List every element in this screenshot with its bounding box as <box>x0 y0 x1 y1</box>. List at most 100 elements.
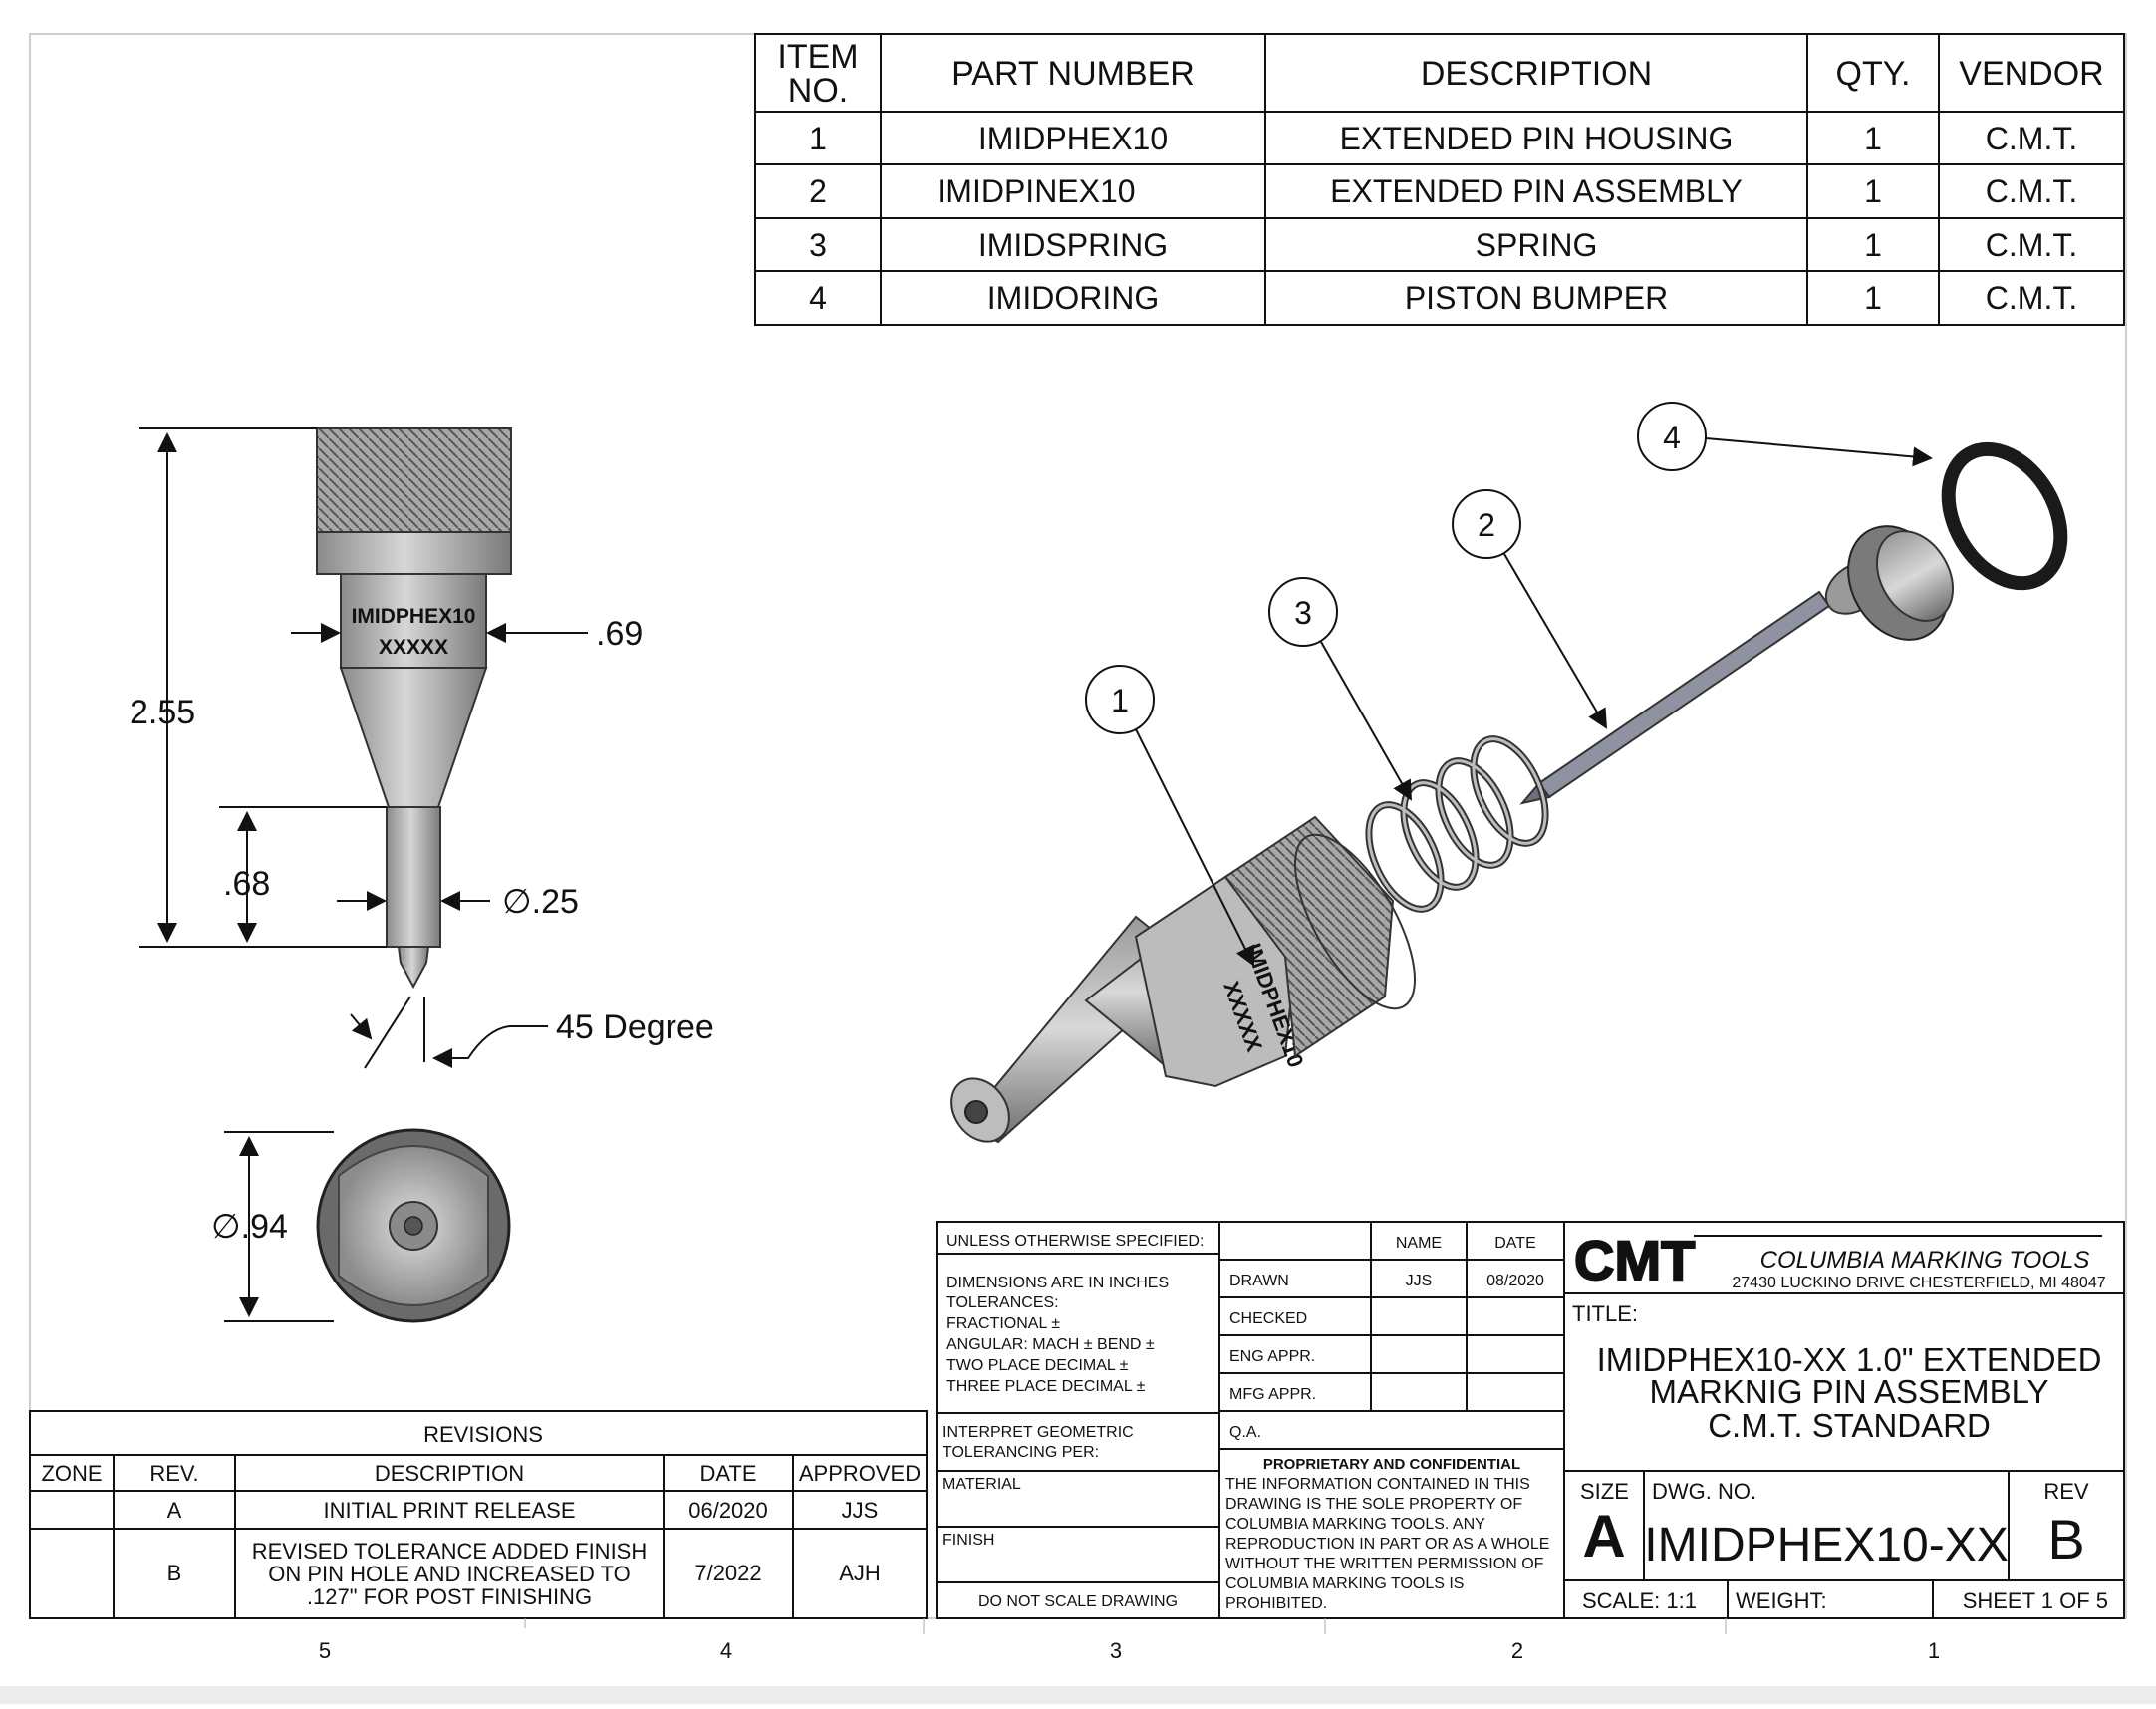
pin-tip <box>397 946 430 990</box>
interpret-line: INTERPRET GEOMETRIC <box>943 1424 1134 1441</box>
bom-row: 3 IMIDSPRING SPRING 1 C.M.T. <box>809 227 2077 263</box>
do-not-scale: DO NOT SCALE DRAWING <box>978 1593 1178 1610</box>
weight-label: WEIGHT: <box>1736 1588 1827 1613</box>
signoff-row: CHECKED <box>1229 1310 1307 1327</box>
proprietary-line: WITHOUT THE WRITTEN PERMISSION OF <box>1225 1556 1544 1572</box>
proprietary-line: COLUMBIA MARKING TOOLS IS <box>1225 1575 1464 1592</box>
title-label: TITLE: <box>1572 1301 1638 1326</box>
zone-numbers: 5 4 3 2 1 <box>319 1618 1940 1663</box>
zone-number: 2 <box>1511 1638 1523 1663</box>
housing: IMIDPHEX10 XXXXX <box>950 815 1417 1144</box>
revisions-table: REVISIONS ZONE REV. DESCRIPTION DATE APP… <box>29 1410 928 1619</box>
tolerance-line: TOLERANCES: <box>946 1294 1059 1311</box>
size-label: SIZE <box>1580 1479 1629 1504</box>
bom-description: EXTENDED PIN ASSEMBLY <box>1330 173 1743 209</box>
bom-row: 2 IMIDPINEX10 EXTENDED PIN ASSEMBLY 1 C.… <box>809 173 2077 209</box>
bom-part-number: IMIDPINEX10 <box>937 173 1135 209</box>
tolerance-line: THREE PLACE DECIMAL ± <box>946 1378 1146 1395</box>
bom-qty: 1 <box>1864 280 1882 316</box>
rev-header-rev: REV. <box>149 1461 198 1486</box>
dimension-body-width: .69 <box>596 615 643 653</box>
bom-table: ITEM NO. PART NUMBER DESCRIPTION QTY. VE… <box>754 33 2125 326</box>
bom-row: 4 IMIDORING PISTON BUMPER 1 C.M.T. <box>809 280 2077 316</box>
interpret-line: TOLERANCING PER: <box>943 1444 1099 1461</box>
bom-part-number: IMIDORING <box>987 280 1159 316</box>
rev-date: 06/2020 <box>688 1498 768 1523</box>
date-header: DATE <box>1494 1235 1535 1252</box>
proprietary-title: PROPRIETARY AND CONFIDENTIAL <box>1263 1456 1520 1473</box>
proprietary-line: DRAWING IS THE SOLE PROPERTY OF <box>1225 1496 1522 1513</box>
drawing-title-line1: IMIDPHEX10-XX 1.0" EXTENDED <box>1597 1341 2102 1378</box>
signoff-label: MFG APPR. <box>1229 1386 1316 1403</box>
svg-text:1: 1 <box>1111 683 1129 718</box>
revisions-title: REVISIONS <box>423 1422 543 1447</box>
svg-text:2: 2 <box>1478 507 1495 543</box>
scale-label: SCALE: 1:1 <box>1582 1588 1697 1613</box>
dimension-overall-length: 2.55 <box>130 694 195 731</box>
dwg-no-value: IMIDPHEX10-XX <box>1644 1519 2008 1571</box>
name-header: NAME <box>1396 1235 1442 1252</box>
bom-vendor: C.M.T. <box>1986 121 2077 156</box>
material-label: MATERIAL <box>943 1476 1021 1493</box>
drawing-title-line2: MARKNIG PIN ASSEMBLY <box>1650 1373 2049 1410</box>
company-name: COLUMBIA MARKING TOOLS <box>1760 1247 2090 1274</box>
nozzle-hole <box>964 1100 988 1124</box>
proprietary-line: PROHIBITED. <box>1225 1595 1327 1612</box>
rev-header-description: DESCRIPTION <box>375 1461 524 1486</box>
signoff-row: ENG APPR. <box>1229 1348 1315 1365</box>
svg-text:4: 4 <box>1663 420 1681 455</box>
proprietary-line: THE INFORMATION CONTAINED IN THIS <box>1225 1476 1530 1493</box>
balloon-4: 4 <box>1637 402 1933 471</box>
cone-section <box>339 667 488 808</box>
rev-description: INITIAL PRINT RELEASE <box>323 1498 575 1523</box>
title-block: UNLESS OTHERWISE SPECIFIED: DIMENSIONS A… <box>936 1221 2125 1619</box>
bom-item-no: 4 <box>809 280 827 316</box>
dimension-tip-angle: 45 Degree <box>556 1008 714 1046</box>
rev-header-date: DATE <box>699 1461 756 1486</box>
bom-header-qty: QTY. <box>1836 55 1911 93</box>
signoff-label: DRAWN <box>1229 1273 1289 1289</box>
signoff-row: MFG APPR. <box>1229 1386 1316 1403</box>
housing-threads <box>1223 815 1395 1058</box>
bom-row: 1 IMIDPHEX10 EXTENDED PIN HOUSING 1 C.M.… <box>809 121 2077 156</box>
drawing-title-line3: C.M.T. STANDARD <box>1708 1407 1991 1444</box>
balloon-3: 3 <box>1268 577 1412 801</box>
dwg-no-label: DWG. NO. <box>1652 1479 1756 1504</box>
bottom-band <box>0 1686 2156 1704</box>
rev-letter: A <box>167 1498 182 1523</box>
bom-qty: 1 <box>1864 121 1882 156</box>
rev-value: B <box>2047 1508 2084 1570</box>
bom-qty: 1 <box>1864 173 1882 209</box>
tolerance-line: FRACTIONAL ± <box>946 1315 1060 1332</box>
company-address: 27430 LUCKINO DRIVE CHESTERFIELD, MI 480… <box>1732 1275 2105 1291</box>
bom-item-no: 3 <box>809 227 827 263</box>
rev-description-line3: .127" FOR POST FINISHING <box>307 1584 592 1609</box>
company-logo: CMT COLUMBIA MARKING TOOLS 27430 LUCKINO… <box>1573 1228 2106 1292</box>
zone-number: 3 <box>1110 1638 1122 1663</box>
pin-rod <box>1537 590 1831 799</box>
zone-number: 4 <box>720 1638 732 1663</box>
rev-approved: AJH <box>839 1561 881 1585</box>
zone-number: 1 <box>1928 1638 1940 1663</box>
side-view: IMIDPHEX10 XXXXX 2.55 .69 .68 ∅.25 45 De… <box>130 427 714 1069</box>
signoff-label: Q.A. <box>1229 1424 1261 1441</box>
signoff-date: 08/2020 <box>1486 1273 1544 1289</box>
signoff-name: JJS <box>1406 1273 1433 1289</box>
exploded-view: IMIDPHEX10 XXXXX 1 3 2 4 <box>950 402 2068 1144</box>
signoff-label: ENG APPR. <box>1229 1348 1315 1365</box>
unless-specified: UNLESS OTHERWISE SPECIFIED: <box>946 1233 1204 1250</box>
marked-body <box>340 573 487 669</box>
dimension-pin-length: .68 <box>223 865 270 903</box>
rev-letter: B <box>167 1561 182 1585</box>
rev-description-line1: REVISED TOLERANCE ADDED FINISH <box>252 1539 648 1564</box>
rev-description-line2: ON PIN HOLE AND INCREASED TO <box>268 1562 631 1586</box>
bom-header-vendor: VENDOR <box>1959 55 2103 93</box>
hex-collar <box>316 531 512 575</box>
end-pin-hole <box>404 1216 423 1236</box>
revision-row: B REVISED TOLERANCE ADDED FINISH ON PIN … <box>167 1539 881 1609</box>
o-ring <box>1941 441 2068 591</box>
rev-approved: JJS <box>842 1498 879 1523</box>
svg-text:3: 3 <box>1294 595 1312 631</box>
bom-vendor: C.M.T. <box>1986 227 2077 263</box>
